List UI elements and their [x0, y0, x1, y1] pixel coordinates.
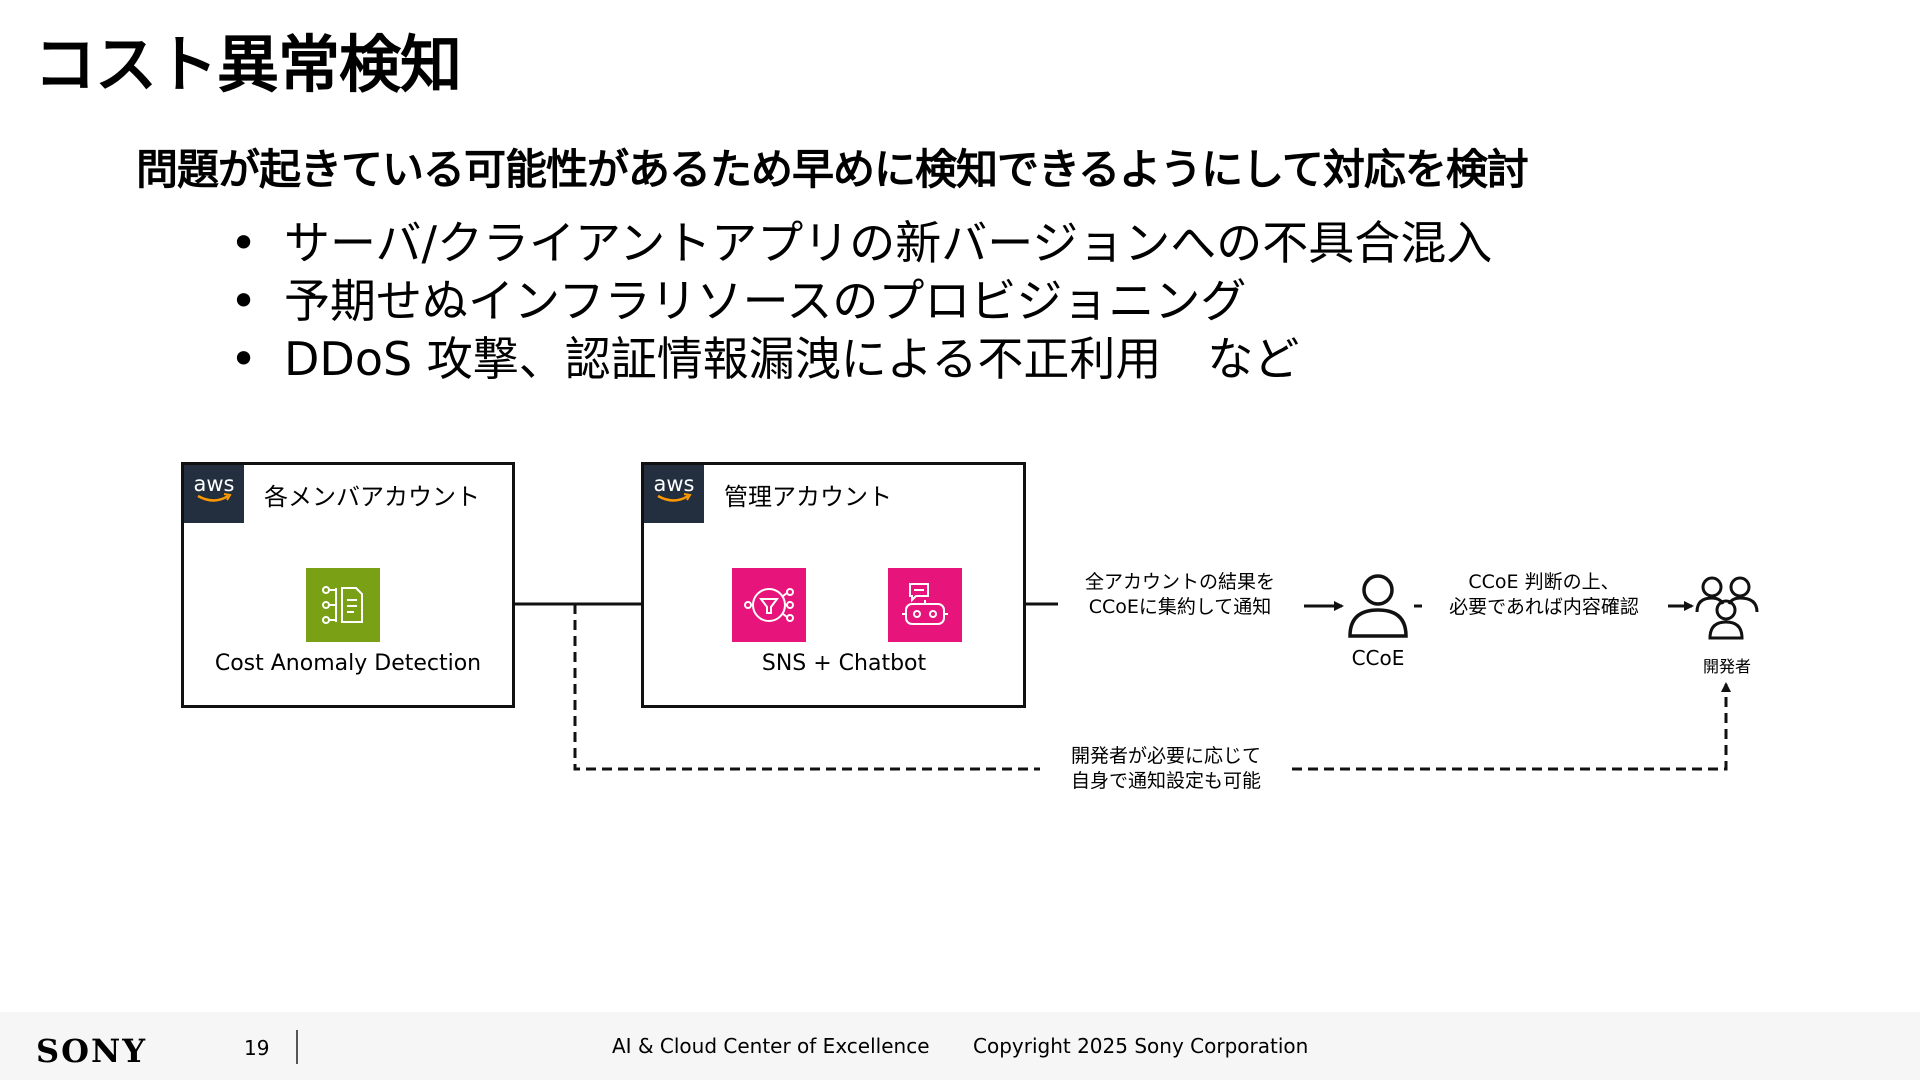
slide-subtitle: 問題が起きている可能性があるため早めに検知できるようにして対応を検討 [136, 145, 1529, 194]
aws-logo: aws [653, 472, 695, 496]
bullet-item: • 予期せぬインフラリソースのプロビジョニング [230, 272, 1492, 330]
aggregate-note-line: CCoEに集約して通知 [1088, 596, 1272, 618]
bullet-marker: • [230, 332, 258, 386]
bullet-text: 予期せぬインフラリソースのプロビジョニング [284, 274, 1247, 328]
footer-divider [296, 1030, 298, 1064]
slide-title: コスト異常検知 [34, 28, 462, 101]
self-setting-note-line: 自身で通知設定も可能 [1070, 770, 1261, 792]
judge-note: CCoE 判断の上、 必要であれば内容確認 [1432, 570, 1656, 620]
aggregate-note: 全アカウントの結果を CCoEに集約して通知 [1075, 570, 1285, 620]
footer-copyright: Copyright 2025 Sony Corporation [973, 1034, 1309, 1058]
judge-note-line: CCoE 判断の上、 [1468, 571, 1620, 593]
footer: SONY 19 AI & Cloud Center of Excellence … [0, 1012, 1920, 1080]
aws-logo: aws [193, 472, 235, 496]
aws-smile-icon [657, 493, 692, 502]
bullet-marker: • [230, 274, 258, 328]
cost-anomaly-detection-icon [306, 568, 380, 642]
management-account-label: 管理アカウント [724, 483, 892, 511]
group-icon [1695, 576, 1759, 640]
bullet-text: DDoS 攻撃、認証情報漏洩による不正利用 など [284, 332, 1300, 386]
bullet-marker: • [230, 216, 258, 270]
page-number: 19 [244, 1036, 270, 1060]
sns-chatbot-label: SNS + Chatbot [761, 651, 927, 676]
bullet-item: • DDoS 攻撃、認証情報漏洩による不正利用 など [230, 330, 1492, 388]
aggregate-note-line: 全アカウントの結果を [1084, 571, 1275, 593]
self-setting-note: 開発者が必要に応じて 自身で通知設定も可能 [1050, 744, 1282, 794]
aws-badge: aws [184, 465, 244, 523]
developers-label: 開発者 [1702, 657, 1751, 676]
ccoe-label: CCoE [1351, 646, 1405, 670]
cost-anomaly-detection-label: Cost Anomaly Detection [214, 651, 482, 676]
person-icon [1348, 574, 1408, 638]
aws-badge: aws [644, 465, 704, 523]
self-setting-note-line: 開発者が必要に応じて [1070, 745, 1261, 767]
connector-dashed-self-setting [573, 604, 1726, 771]
aws-smile-icon [197, 493, 232, 502]
member-account-box: aws 各メンバアカウント Cost Anomaly Detection [181, 462, 515, 708]
bullet-item: • サーバ/クライアントアプリの新バージョンへの不具合混入 [230, 214, 1492, 272]
footer-org: AI & Cloud Center of Excellence [612, 1034, 930, 1058]
management-account-box: aws 管理アカウント SNS + Chatbot [641, 462, 1026, 708]
sony-logo: SONY [36, 1032, 148, 1070]
chatbot-icon [888, 568, 962, 642]
member-account-label: 各メンバアカウント [264, 483, 480, 511]
judge-note-line: 必要であれば内容確認 [1449, 596, 1639, 618]
bullet-text: サーバ/クライアントアプリの新バージョンへの不具合混入 [284, 216, 1493, 270]
bullet-list: • サーバ/クライアントアプリの新バージョンへの不具合混入 • 予期せぬインフラ… [230, 214, 1492, 388]
sns-icon [732, 568, 806, 642]
